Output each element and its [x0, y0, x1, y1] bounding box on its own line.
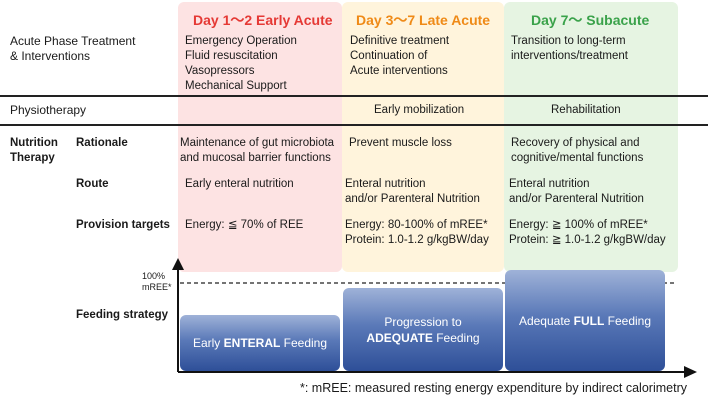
feeding-early-text: Early ENTERAL Feeding: [192, 336, 328, 350]
route-label: Route: [76, 178, 109, 190]
phase-title-subacute: Day 7〜 Subacute: [531, 12, 650, 28]
feeding-block-late: Progression to ADEQUATE Feeding: [343, 288, 503, 371]
x-axis-arrow: [684, 366, 697, 378]
nutrition-therapy-label: Nutrition Therapy: [10, 137, 58, 164]
feeding-strategy-label: Feeding strategy: [76, 309, 169, 321]
phase-late-items: Definitive treatment Continuation of Acu…: [350, 34, 449, 79]
phase-title-late: Day 3〜7 Late Acute: [356, 12, 491, 28]
list-item: Fluid resuscitation: [185, 50, 278, 62]
list-item: Emergency Operation: [185, 35, 297, 47]
rationale-label: Rationale: [76, 137, 128, 149]
provision-targets-label: Provision targets: [76, 219, 170, 231]
y-axis-arrow: [172, 258, 184, 270]
axis-100-label: 100% mREE*: [142, 271, 172, 292]
rationale-late: Prevent muscle loss: [349, 137, 452, 149]
phase-early-background: [178, 2, 342, 272]
phase-late-background: [342, 2, 504, 272]
route-early: Early enteral nutrition: [185, 178, 294, 190]
list-item: Vasopressors: [185, 65, 255, 77]
list-item: interventions/treatment: [511, 50, 628, 62]
footnote: *: mREE: measured resting energy expendi…: [300, 381, 687, 395]
physiotherapy-label: Physiotherapy: [10, 103, 87, 117]
targets-late: Energy: 80-100% of mREE* Protein: 1.0-1.…: [345, 219, 489, 246]
phase-early-items: Emergency Operation Fluid resuscitation …: [185, 34, 297, 94]
header-left-label: Acute Phase Treatment & Interventions: [10, 34, 136, 63]
phase-subacute-background: [504, 2, 678, 272]
divider-middle: [0, 124, 708, 126]
feeding-block-early: Early ENTERAL Feeding: [180, 315, 340, 371]
list-item: Transition to long-term: [511, 35, 626, 47]
list-item: Definitive treatment: [350, 35, 450, 47]
physiotherapy-subacute: Rehabilitation: [551, 104, 621, 116]
targets-early: Energy: ≦ 70% of REE: [185, 219, 304, 231]
rationale-subacute: Recovery of physical and cognitive/menta…: [511, 137, 644, 164]
targets-subacute: Energy: ≧ 100% of mREE* Protein: ≧ 1.0-1…: [509, 219, 666, 246]
list-item: Mechanical Support: [185, 80, 287, 92]
feeding-subacute-text: Adequate FULL Feeding: [518, 313, 652, 328]
phase-title-early: Day 1〜2 Early Acute: [193, 12, 333, 28]
feeding-block-subacute: Adequate FULL Feeding: [505, 270, 665, 371]
list-item: Continuation of: [350, 50, 428, 62]
route-late: Enteral nutrition and/or Parenteral Nutr…: [345, 178, 480, 205]
route-subacute: Enteral nutrition and/or Parenteral Nutr…: [509, 178, 644, 205]
feeding-late-line2: ADEQUATE Feeding: [366, 330, 480, 345]
rationale-early: Maintenance of gut microbiota and mucosa…: [180, 137, 335, 164]
divider-top: [0, 95, 708, 97]
physiotherapy-late: Early mobilization: [374, 104, 465, 116]
feeding-late-line1: Progression to: [384, 314, 462, 329]
list-item: Acute interventions: [350, 65, 448, 77]
phase-subacute-items: Transition to long-term interventions/tr…: [511, 34, 628, 64]
